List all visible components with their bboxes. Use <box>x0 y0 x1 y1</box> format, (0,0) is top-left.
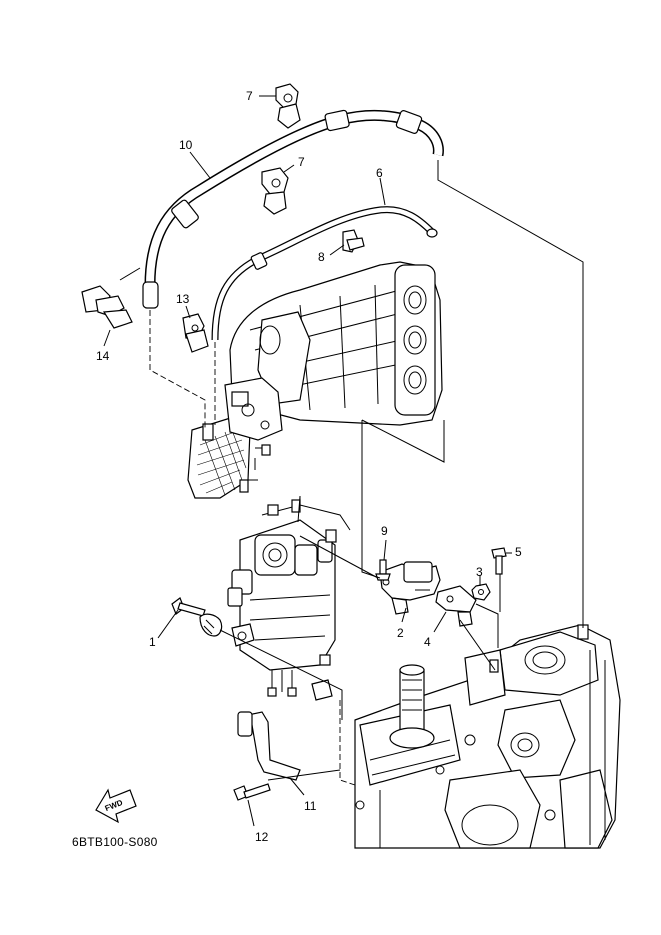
hose-10 <box>142 109 444 309</box>
callout-13: 13 <box>176 292 190 306</box>
part-2-sensor <box>379 561 441 615</box>
part-1-screw <box>171 597 223 637</box>
hose-6 <box>211 206 438 341</box>
clip-13 <box>182 313 209 353</box>
callout-7-lower: 7 <box>298 155 305 169</box>
guide-lines <box>219 160 584 781</box>
carburetor-body <box>227 499 351 697</box>
callout-8: 8 <box>318 250 325 264</box>
clip-7-upper <box>275 83 301 129</box>
part-3-nut <box>471 583 491 601</box>
clip-8 <box>342 229 365 253</box>
callout-6: 6 <box>376 166 383 180</box>
intake-manifold <box>229 261 443 426</box>
part-11-bracket <box>237 711 301 781</box>
part-12-bolt <box>233 783 271 801</box>
callout-9: 9 <box>381 524 388 538</box>
bushing <box>231 623 333 701</box>
engine-block <box>354 624 621 849</box>
clip-7-lower <box>261 167 289 215</box>
clip-14 <box>81 285 133 329</box>
callout-7-upper: 7 <box>246 89 253 103</box>
callout-14: 14 <box>96 349 110 363</box>
callout-5: 5 <box>515 545 522 559</box>
intake-silencer <box>187 377 283 499</box>
callout-4: 4 <box>424 635 431 649</box>
part-4-bracket <box>435 585 477 627</box>
dashed-lines <box>149 310 356 786</box>
part-5-bolt <box>491 547 507 575</box>
leader-lines <box>103 95 512 827</box>
callout-1: 1 <box>149 635 156 649</box>
callout-12: 12 <box>255 830 269 844</box>
fwd-arrow-icon: FWD <box>95 788 137 824</box>
callout-2: 2 <box>397 626 404 640</box>
part-diagram-code: 6BTB100-S080 <box>72 835 158 849</box>
callout-10: 10 <box>179 138 193 152</box>
callout-11: 11 <box>304 799 317 813</box>
callout-3: 3 <box>476 565 483 579</box>
